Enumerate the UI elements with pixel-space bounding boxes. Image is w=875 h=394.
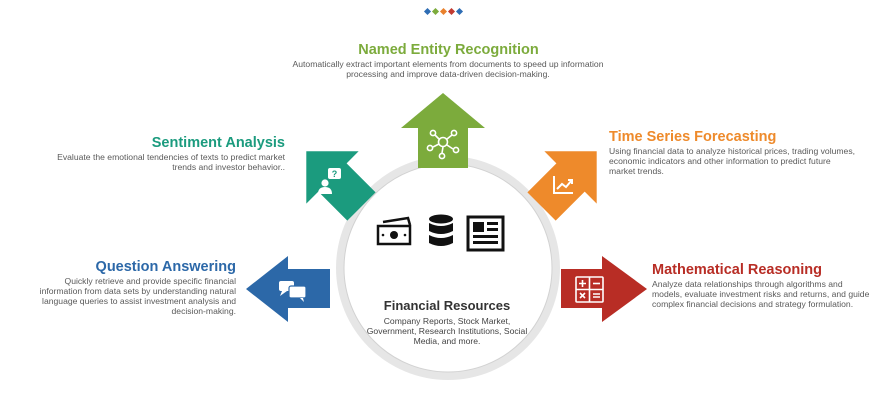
qa-desc: Quickly retrieve and provide specific fi… — [39, 276, 236, 316]
chat-bubbles-icon — [279, 281, 307, 302]
person-question-icon: ? — [318, 168, 341, 194]
math-title: Mathematical Reasoning — [652, 262, 823, 278]
center-desc: Company Reports, Stock Market, Governmen… — [366, 316, 528, 346]
network-icon — [426, 129, 460, 160]
calculator-icon — [575, 276, 604, 303]
math-desc: Analyze data relationships through algor… — [652, 279, 870, 309]
trend-chart-icon — [553, 176, 573, 194]
ner-title: Named Entity Recognition — [358, 42, 539, 58]
ner-desc: Automatically extract important elements… — [292, 59, 604, 79]
timeseries-arrow — [527, 151, 597, 221]
qa-arrow — [246, 256, 330, 322]
timeseries-title: Time Series Forecasting — [609, 129, 777, 145]
svg-text:?: ? — [332, 169, 338, 179]
center-title: Financial Resources — [383, 298, 511, 313]
qa-title: Question Answering — [95, 259, 236, 275]
ner-arrow — [401, 93, 485, 168]
timeseries-desc: Using financial data to analyze historic… — [609, 146, 856, 176]
money-bill-icon — [376, 216, 412, 246]
database-icon — [429, 214, 453, 246]
sentiment-desc: Evaluate the emotional tendencies of tex… — [57, 152, 285, 172]
sentiment-title: Sentiment Analysis — [151, 135, 285, 151]
math-arrow — [561, 256, 647, 322]
newspaper-icon — [466, 215, 505, 252]
sentiment-arrow — [306, 151, 376, 221]
